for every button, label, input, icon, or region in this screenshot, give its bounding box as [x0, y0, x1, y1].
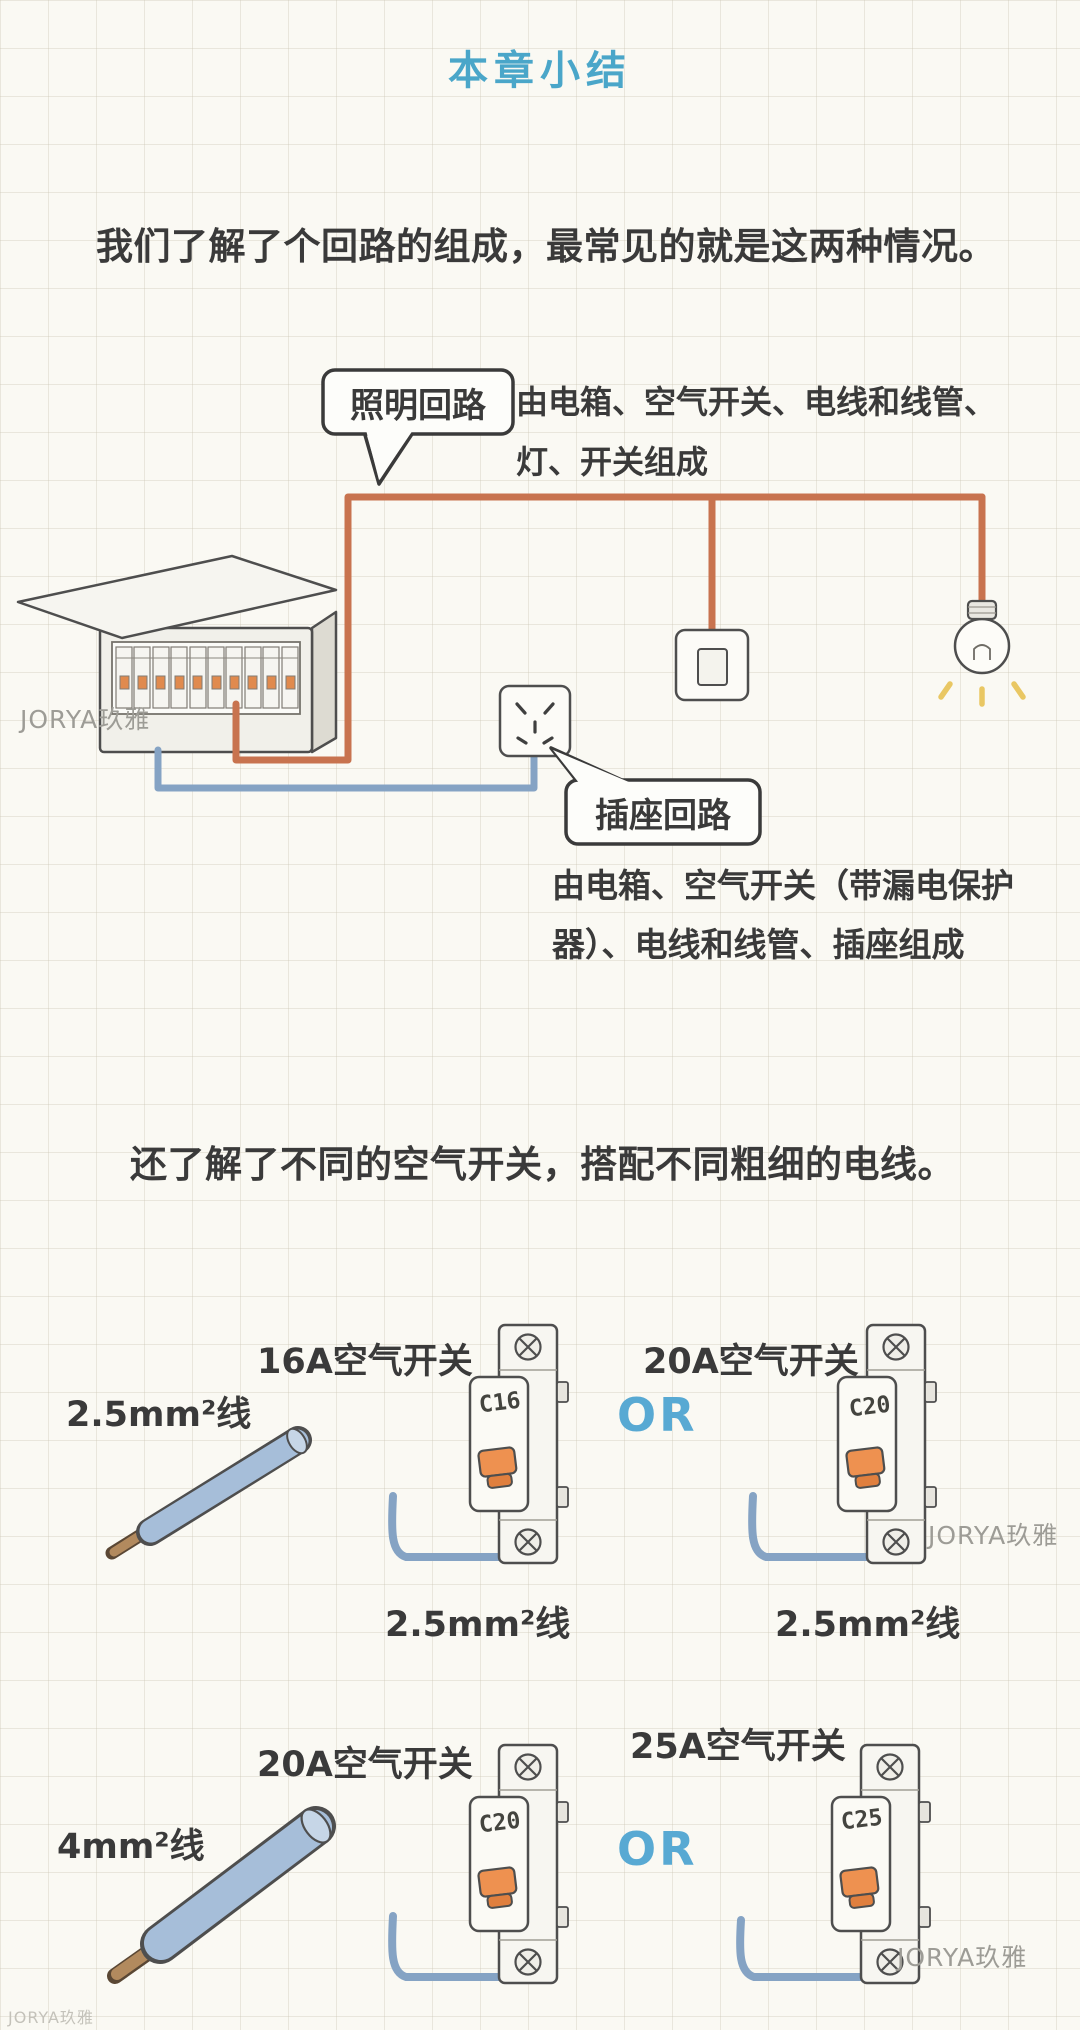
- lighting-desc-line2: 灯、开关组成: [516, 443, 709, 481]
- panel-modules: [115, 646, 299, 709]
- cable-4mm-drawing: [107, 1806, 336, 1984]
- watermark-footer: JORYA玖雅: [8, 2008, 94, 2027]
- socket-desc: 由电箱、空气开关（带漏电保护 器）、电线和线管、插座组成: [552, 856, 1014, 974]
- cable-4mm-label: 4mm²线: [57, 1827, 205, 1867]
- lighting-circuit-wire: [232, 493, 986, 764]
- breaker-20a-code-1: C20: [847, 1391, 892, 1423]
- wall-socket: [498, 684, 572, 758]
- breaker-16a-drawing: [468, 1323, 570, 1565]
- socket-bubble: [549, 746, 762, 846]
- intro-text: 我们了解了个回路的组成，最常见的就是这两种情况。: [96, 225, 996, 268]
- breaker-input-wires: [388, 1492, 884, 1981]
- or-label-row2: OR: [617, 1822, 698, 1876]
- breaker-25a-title: 25A空气开关: [630, 1727, 846, 1767]
- wire-below-breaker2: 2.5mm²线: [775, 1605, 961, 1645]
- light-bulb: [938, 599, 1026, 707]
- socket-circuit-wire: [154, 746, 538, 792]
- section2-heading: 还了解了不同的空气开关，搭配不同粗细的电线。: [130, 1143, 955, 1186]
- socket-desc-line1: 由电箱、空气开关（带漏电保护: [552, 866, 1014, 905]
- wire-below-breaker1: 2.5mm²线: [385, 1605, 571, 1645]
- distribution-box: [16, 554, 338, 754]
- breaker-20a-title-2: 20A空气开关: [257, 1745, 473, 1785]
- watermark-box: JORYA玖雅: [20, 705, 151, 734]
- lighting-desc-line1: 由电箱、空气开关、电线和线管、: [516, 383, 997, 421]
- breaker-20a-drawing-2: [468, 1743, 570, 1985]
- breaker-20a-code-2: C20: [477, 1807, 522, 1839]
- watermark-row1: JORYA玖雅: [928, 1521, 1059, 1550]
- lighting-bubble: [321, 368, 515, 486]
- cable-2-5mm-drawing: [105, 1426, 312, 1560]
- socket-desc-line2: 器）、电线和线管、插座组成: [552, 925, 965, 964]
- or-label-row1: OR: [617, 1388, 698, 1442]
- wall-switch: [674, 628, 750, 702]
- box-lid: [16, 554, 338, 640]
- page-title: 本章小结: [448, 48, 632, 94]
- breaker-25a-code: C25: [839, 1804, 884, 1836]
- watermark-row2: JORYA玖雅: [897, 1943, 1028, 1972]
- breaker-16a-title: 16A空气开关: [257, 1342, 473, 1382]
- breaker-20a-title-1: 20A空气开关: [643, 1342, 859, 1382]
- lighting-bubble-label: 照明回路: [350, 385, 486, 426]
- socket-bubble-label: 插座回路: [595, 795, 731, 836]
- breaker-16a-code: C16: [477, 1387, 522, 1419]
- light-rays-icon: [938, 681, 1026, 707]
- lighting-desc: 由电箱、空气开关、电线和线管、 灯、开关组成: [516, 372, 996, 492]
- cable-2-5mm-label: 2.5mm²线: [66, 1395, 252, 1435]
